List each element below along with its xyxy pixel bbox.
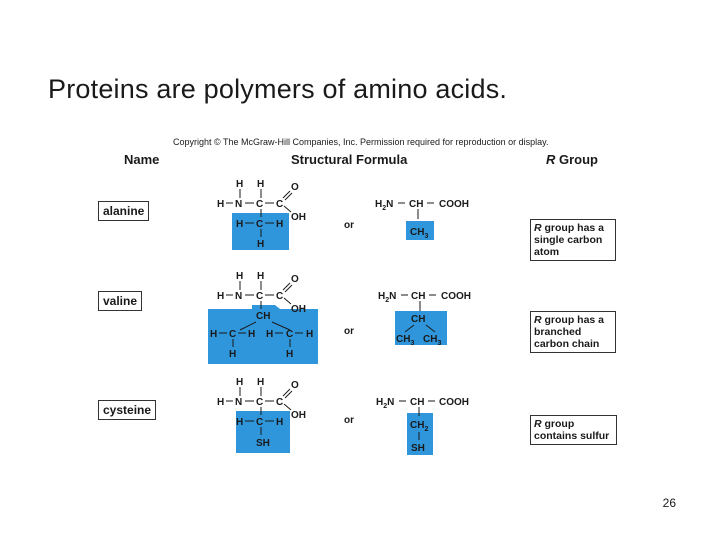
- column-header-r-group: R Group: [546, 152, 598, 167]
- svg-text:SH: SH: [411, 443, 425, 454]
- svg-text:H: H: [229, 349, 236, 360]
- svg-text:H: H: [236, 179, 243, 190]
- amino-acid-name-valine: valine: [98, 291, 143, 311]
- copyright-notice: Copyright © The McGraw-Hill Companies, I…: [173, 137, 549, 147]
- valine-condensed-structure: H2N CH COOH CH CH3 CH3: [378, 291, 471, 347]
- or-label-valine: or: [344, 326, 354, 337]
- svg-text:CH: CH: [411, 314, 425, 325]
- svg-text:H: H: [286, 349, 293, 360]
- cysteine-r-group-highlight: [407, 413, 433, 455]
- svg-text:CH: CH: [409, 199, 423, 210]
- svg-text:H: H: [257, 377, 264, 388]
- svg-text:CH2: CH2: [410, 420, 428, 433]
- svg-text:N: N: [235, 199, 242, 210]
- r-group-description-alanine: R group has a single carbon atom: [530, 219, 616, 261]
- svg-text:H2N: H2N: [378, 291, 396, 304]
- svg-text:CH: CH: [410, 397, 424, 408]
- alanine-full-structure: H H H N C C O OH H C H H: [217, 179, 306, 250]
- column-header-name: Name: [124, 152, 160, 167]
- svg-text:H: H: [236, 271, 243, 282]
- svg-text:H2N: H2N: [376, 397, 394, 410]
- svg-text:H: H: [217, 199, 224, 210]
- svg-text:O: O: [291, 274, 299, 285]
- svg-text:OH: OH: [291, 304, 306, 315]
- svg-text:CH3: CH3: [423, 334, 441, 347]
- svg-text:COOH: COOH: [441, 291, 471, 302]
- svg-text:SH: SH: [256, 438, 270, 449]
- cysteine-condensed-structure: H2N CH COOH CH2 SH: [376, 397, 469, 455]
- svg-text:COOH: COOH: [439, 397, 469, 408]
- svg-text:C: C: [256, 219, 263, 230]
- svg-text:H: H: [257, 179, 264, 190]
- svg-text:H: H: [276, 219, 283, 230]
- svg-text:CH3: CH3: [410, 227, 428, 240]
- alanine-condensed-structure: H2N CH COOH CH3: [375, 199, 469, 240]
- svg-text:CH: CH: [411, 291, 425, 302]
- svg-text:C: C: [256, 417, 263, 428]
- svg-text:O: O: [291, 182, 299, 193]
- svg-text:H2N: H2N: [375, 199, 393, 212]
- svg-text:OH: OH: [291, 410, 306, 421]
- svg-text:C: C: [229, 329, 236, 340]
- svg-text:C: C: [276, 199, 283, 210]
- svg-text:O: O: [291, 380, 299, 391]
- svg-text:N: N: [235, 397, 242, 408]
- svg-text:H: H: [236, 219, 243, 230]
- svg-text:C: C: [276, 291, 283, 302]
- svg-text:H: H: [276, 417, 283, 428]
- svg-text:CH: CH: [256, 311, 270, 322]
- amino-acid-name-cysteine: cysteine: [98, 400, 157, 420]
- column-header-structural-formula: Structural Formula: [291, 152, 408, 167]
- svg-text:C: C: [256, 199, 263, 210]
- svg-text:C: C: [256, 291, 263, 302]
- svg-text:H: H: [266, 329, 273, 340]
- svg-text:H: H: [217, 397, 224, 408]
- or-label-cysteine: or: [344, 415, 354, 426]
- svg-text:C: C: [256, 397, 263, 408]
- alanine-r-group-highlight: [406, 221, 434, 240]
- svg-text:OH: OH: [291, 212, 306, 223]
- page-number: 26: [662, 496, 676, 510]
- svg-text:C: C: [276, 397, 283, 408]
- valine-r-group-highlight: [395, 311, 447, 345]
- svg-text:H: H: [236, 377, 243, 388]
- svg-text:N: N: [235, 291, 242, 302]
- cysteine-full-structure: H H H N C C O OH H C H SH: [217, 377, 306, 453]
- or-label-alanine: or: [344, 220, 354, 231]
- cysteine-side-chain-highlight: [236, 411, 290, 453]
- valine-side-chain-highlight: [208, 305, 318, 364]
- svg-text:H: H: [257, 239, 264, 250]
- svg-text:H: H: [306, 329, 313, 340]
- svg-text:H: H: [257, 271, 264, 282]
- svg-text:H: H: [210, 329, 217, 340]
- svg-text:H: H: [248, 329, 255, 340]
- r-group-description-valine: R group has a branched carbon chain: [530, 311, 616, 353]
- slide-title: Proteins are polymers of amino acids.: [48, 74, 508, 104]
- svg-text:H: H: [236, 417, 243, 428]
- svg-text:CH3: CH3: [396, 334, 414, 347]
- svg-text:C: C: [286, 329, 293, 340]
- amino-acid-name-alanine: alanine: [98, 201, 150, 221]
- r-group-description-cysteine: R group contains sulfur: [530, 415, 617, 445]
- svg-text:H: H: [217, 291, 224, 302]
- svg-text:COOH: COOH: [439, 199, 469, 210]
